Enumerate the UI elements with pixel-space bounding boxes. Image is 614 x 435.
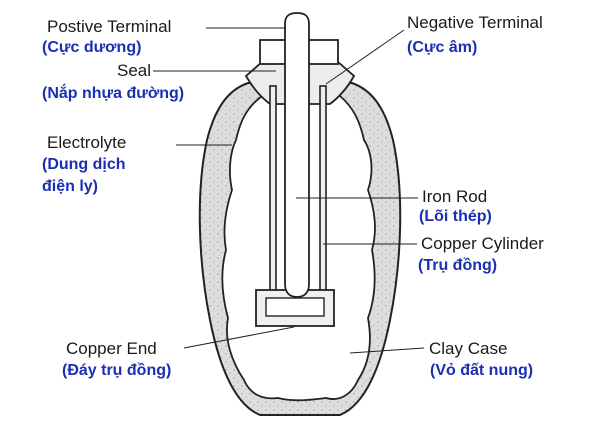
leader-negative-terminal: [325, 29, 405, 85]
clay-case-translation: (Vỏ đất nung): [430, 362, 534, 379]
iron-rod-translation: (Lõi thép): [419, 208, 492, 225]
seal-translation: (Nắp nhựa đường): [42, 85, 185, 102]
negative-terminal-translation: (Cực âm): [407, 39, 478, 56]
electrolyte-label: Electrolyte: [47, 133, 127, 152]
iron-rod-shape: [284, 12, 310, 298]
clay-case-label: Clay Case: [429, 339, 508, 358]
positive-terminal-label: Postive Terminal: [47, 17, 172, 36]
electrolyte-translation-line1: (Dung dịch: [42, 156, 126, 173]
leader-lines: [153, 27, 425, 354]
copper-end-inner: [265, 297, 325, 317]
leader-copper-end: [183, 326, 295, 349]
positive-terminal-translation: (Cực dương): [42, 39, 142, 56]
copper-cylinder-label: Copper Cylinder: [421, 234, 544, 253]
copper-cylinder-left-wall: [269, 85, 277, 297]
iron-rod-label: Iron Rod: [422, 187, 488, 206]
electrolyte-translation-line2: điện ly): [42, 178, 99, 195]
leader-clay-case: [349, 347, 425, 354]
copper-cylinder-right-wall: [319, 85, 327, 297]
copper-end-translation: (Đáy trụ đồng): [62, 362, 172, 379]
copper-end-label: Copper End: [66, 339, 157, 358]
negative-terminal-label: Negative Terminal: [407, 13, 543, 32]
copper-cylinder-translation: (Trụ đồng): [418, 257, 498, 274]
seal-label: Seal: [117, 61, 152, 80]
